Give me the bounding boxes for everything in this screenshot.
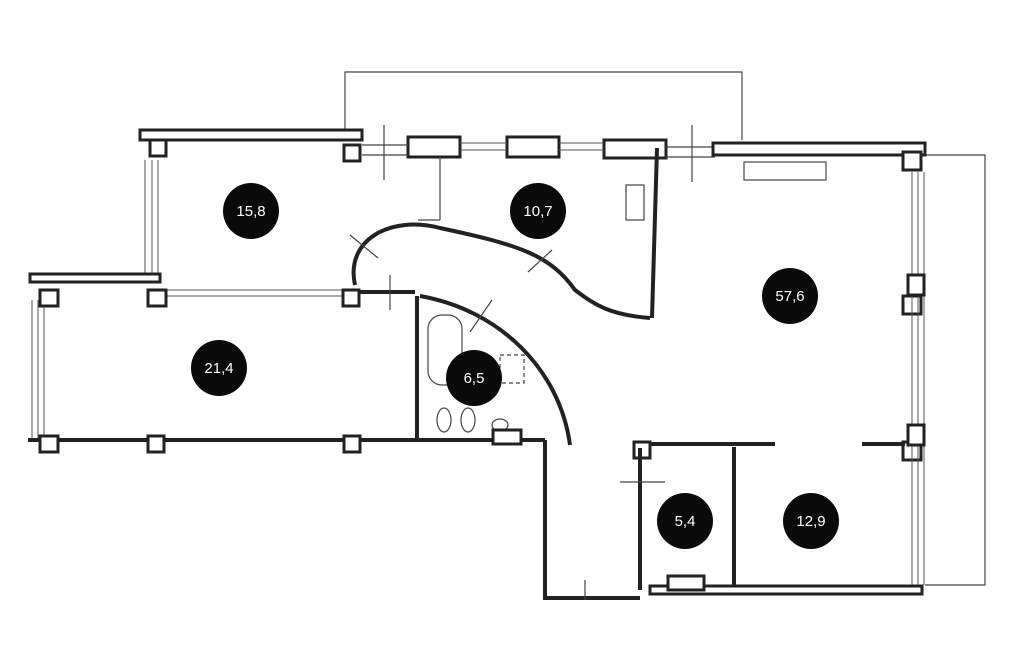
room-area-badge: 15,8 bbox=[223, 183, 279, 239]
radiator bbox=[743, 161, 827, 181]
room-area-badge: 21,4 bbox=[191, 340, 247, 396]
shower bbox=[499, 354, 525, 384]
wall bbox=[28, 272, 162, 284]
right-balcony-outline bbox=[925, 154, 986, 586]
curved-wall bbox=[351, 222, 651, 320]
appliance bbox=[625, 184, 645, 221]
radiator bbox=[666, 574, 706, 592]
window-pier bbox=[505, 135, 561, 159]
toilet bbox=[436, 407, 452, 433]
wall bbox=[648, 584, 924, 596]
room-area-badge: 5,4 bbox=[657, 493, 713, 549]
bathroom-curved-wall bbox=[419, 294, 572, 446]
room-area-badge: 6,5 bbox=[446, 350, 502, 406]
window-pier bbox=[406, 135, 462, 159]
bidet bbox=[460, 407, 476, 433]
room-area-badge: 12,9 bbox=[783, 493, 839, 549]
bathtub bbox=[427, 314, 463, 386]
window-pier bbox=[602, 138, 668, 160]
room-area-badge: 57,6 bbox=[762, 268, 818, 324]
wall bbox=[138, 128, 364, 142]
wall bbox=[711, 141, 927, 157]
room-area-badge: 10,7 bbox=[510, 183, 566, 239]
top-balcony-outline bbox=[344, 71, 743, 140]
bathroom-radiator bbox=[491, 428, 523, 446]
